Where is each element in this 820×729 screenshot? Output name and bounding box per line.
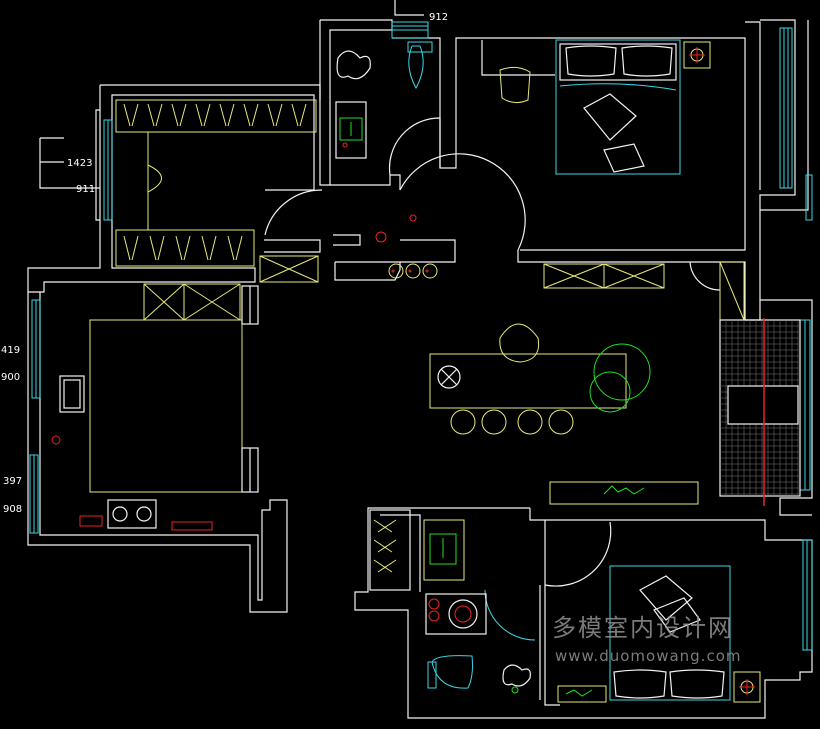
top-bathroom: [335, 41, 433, 159]
master-bedroom: [481, 39, 711, 175]
corridor-fixtures: [375, 214, 438, 279]
dimension-left-low-1: 397: [3, 476, 22, 487]
dimension-left-low-2: 908: [3, 504, 22, 515]
windows: [29, 21, 813, 651]
dimension-left-mid-2: 900: [1, 372, 20, 383]
bathroom-door-arc: [484, 589, 536, 641]
dimension-top: 912: [429, 12, 448, 23]
hangers-bottom: [123, 235, 243, 261]
lower-bathroom: [369, 509, 531, 694]
exterior-walls: [27, 19, 813, 719]
living-area: [429, 261, 745, 505]
watermark-url: www.duomowang.com: [555, 647, 741, 665]
wardrobe-room: [115, 99, 319, 283]
balcony-tiles: [719, 318, 801, 506]
second-bedroom: [557, 565, 761, 703]
dimension-lines: [39, 0, 424, 189]
hangers-top: [123, 103, 307, 127]
doors: [264, 117, 721, 587]
watermark-chinese: 多模室内设计网: [552, 614, 734, 642]
dimension-left-upper-1: 1423: [67, 158, 92, 169]
dimension-left-mid-1: 419: [1, 345, 20, 356]
dimension-left-upper-2: 911: [76, 184, 95, 195]
kitchen: [51, 283, 259, 531]
